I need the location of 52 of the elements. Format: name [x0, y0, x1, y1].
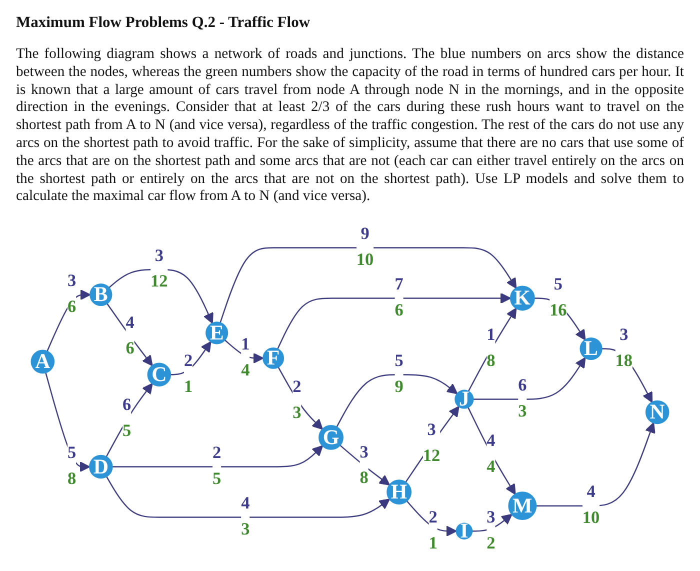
edge-label: 5 16 [550, 276, 567, 321]
edge-label: 7 6 [394, 276, 404, 321]
edge-label: 3 8 [360, 444, 368, 488]
edge-label: 4 10 [582, 484, 600, 528]
arrow [277, 293, 512, 350]
edge-label: 6 5 [122, 396, 132, 441]
arrow [536, 422, 656, 507]
arrow [405, 406, 460, 483]
edge-label: 3 18 [615, 326, 633, 372]
edge-label: 3 12 [150, 247, 168, 292]
edge-label: 6 3 [518, 377, 527, 422]
problem-statement: The following diagram shows a network of roads and junctions. The blue numbers on arcs show the distance between the nodes, whereas the green numbers show the capacity of the road in terms of hundred cars per hour. It is known that a large amount of cars travel from node A through node N in the mornings, and in the opposite direction in the evenings. Consider that at least 2/3 of the cars during these rush hours want to travel on the shortest path from A to N (and vice versa), regardless of the traffic congestion. The rest of the cars do not use any arcs on the shortest path to avoid traffic. For the sake of simplicity, assume that there are no cars that use some of the arcs that are on the shortest path and some arcs that are not (each car can either travel entirely on the arcs on the shortest path or entirely on the arcs that are not on the shortest path). Use LP models and solve them to calculate the maximal car flow from A to N (and vice versa). [16, 46, 684, 206]
edge-label: 4 6 [126, 314, 134, 359]
node-circle: E [206, 322, 228, 344]
title: Maximum Flow Problems Q.2 - Traffic Flow [16, 14, 310, 32]
edge-label: 1 4 [241, 336, 250, 381]
node-circle: F [262, 348, 284, 370]
edge-label: 2 1 [428, 509, 438, 554]
arrow [106, 303, 153, 366]
edge-label: 4 3 [241, 495, 250, 540]
node-circle: B [90, 284, 112, 306]
edge-label: 2 5 [212, 444, 222, 490]
edge-label: 4 4 [486, 432, 496, 478]
node-circle: J [454, 390, 474, 409]
edge-label: 3 12 [422, 422, 440, 466]
arrow [106, 476, 390, 518]
edge-label: 5 8 [67, 444, 76, 490]
arrow [220, 247, 517, 324]
edge-label: 2 3 [292, 378, 302, 424]
edge-label: 3 6 [67, 272, 76, 318]
arrow [106, 383, 153, 458]
node-circle: N [645, 400, 670, 424]
node-circle: H [386, 480, 412, 505]
node-circle: M [508, 492, 537, 520]
arrow [468, 407, 516, 495]
edge-label: 9 10 [356, 226, 374, 270]
node-circle: A [30, 350, 55, 374]
edge-label: 5 9 [394, 352, 404, 397]
node-circle: G [318, 425, 344, 450]
node-circle: C [147, 362, 172, 387]
arrow [278, 366, 323, 430]
node-circle: K [510, 286, 535, 311]
node-circle: I [456, 522, 473, 540]
arrow [468, 308, 517, 392]
arrow [112, 445, 324, 468]
arrow [473, 357, 586, 400]
node-circle: L [580, 338, 602, 360]
arrow [336, 374, 458, 428]
edge-label: 2 1 [184, 352, 193, 397]
node-circle: D [89, 455, 113, 479]
edge-label: 3 2 [486, 509, 496, 554]
edge-label: 1 8 [486, 326, 496, 372]
